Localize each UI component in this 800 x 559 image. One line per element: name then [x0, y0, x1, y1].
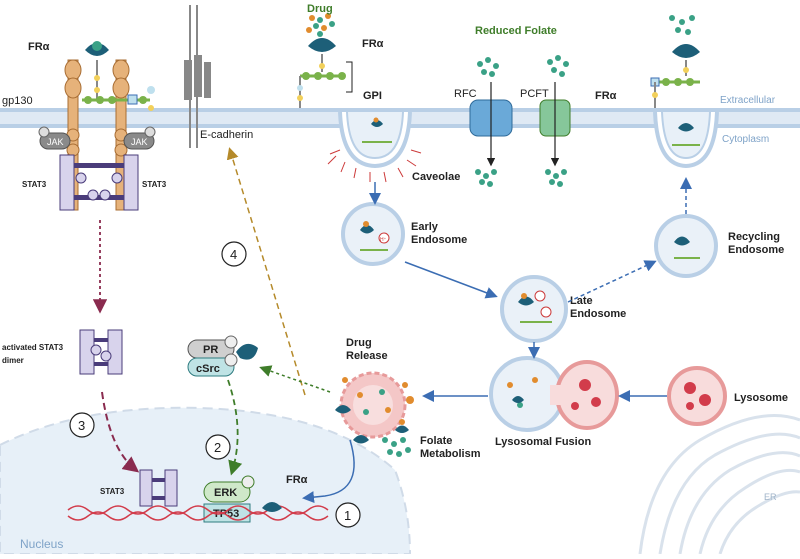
recycling-pit [653, 111, 719, 169]
reduced-folate-label: Reduced Folate [475, 25, 557, 37]
nuclear-stat3 [139, 469, 178, 507]
step-1: 1 [335, 502, 361, 528]
dna-helix [67, 505, 329, 521]
fra-gpi-with-drug [297, 13, 353, 108]
rfc-label: RFC [454, 88, 477, 100]
lysosome-label: Lysosome [734, 392, 788, 404]
fra-gpi-label: FRα [362, 38, 384, 50]
tp53-protein [203, 503, 251, 523]
step-4: 4 [221, 241, 247, 267]
pcft-transporter [539, 82, 571, 167]
erk-protein [203, 475, 255, 503]
endoplasmic-reticulum [638, 414, 800, 555]
lysosomal-fusion-body [489, 356, 619, 432]
early-endosome: H⁺ [341, 202, 405, 266]
arrow-release-to-pr-csrc [259, 365, 331, 393]
step-2: 2 [205, 434, 231, 460]
nucleus-envelope [0, 406, 412, 555]
arrow-early-to-late [404, 261, 498, 299]
stat3-left-label: STAT3 [22, 180, 47, 189]
stat3-membrane-pair [59, 154, 139, 211]
pcft-label: PCFT [520, 88, 549, 100]
jak-right-label: JAK [131, 137, 148, 147]
drug-label: Drug [307, 3, 333, 15]
early-h-label: H⁺ [380, 237, 387, 243]
gp130-label: gp130 [2, 95, 33, 107]
csrc-label: cSrc [196, 363, 220, 375]
step-4-label: 4 [230, 247, 237, 262]
step-3-label: 3 [78, 418, 85, 433]
drug-release-burst [335, 371, 414, 444]
extracellular-label: Extracellular [720, 95, 776, 106]
fra-left-label: FRα [28, 41, 50, 53]
arrow-to-ecadherin [226, 147, 306, 396]
jak-left-label: JAK [47, 137, 64, 147]
stat3-right-label: STAT3 [142, 180, 167, 189]
activated-stat3-dimer [79, 329, 123, 375]
step-3: 3 [69, 412, 95, 438]
reduced-folate-dots [475, 55, 569, 187]
jak-left: JAK [38, 126, 71, 150]
pr-csrc-complex [187, 335, 258, 377]
nucleus-label: Nucleus [20, 537, 63, 551]
fra-nucleus-label: FRα [286, 474, 308, 486]
late-endosome [500, 275, 568, 343]
lysosomal-fusion-label: Lysosomal Fusion [495, 436, 591, 448]
caveolae-label: Caveolae [412, 171, 460, 183]
jak-right: JAK [123, 126, 156, 150]
fra-nucleus-receptor [262, 502, 282, 512]
gp130-receptor-complex [64, 41, 155, 211]
arrow-dimer-to-nucleus [101, 391, 140, 473]
step-2-label: 2 [214, 440, 221, 455]
arrow-csrc-to-erk [227, 379, 243, 476]
er-label: ER [764, 492, 777, 502]
pr-label: PR [203, 344, 218, 356]
folate-metabolism-dots [382, 437, 411, 457]
recycling-endosome [654, 214, 718, 278]
arrow-release-to-nucleus [302, 439, 355, 504]
ecadherin-label: E-cadherin [200, 129, 253, 141]
erk-label: ERK [214, 487, 237, 499]
ecadherin-protein [184, 5, 211, 148]
lysosome [667, 366, 727, 426]
arrow-late-to-recycling [567, 260, 657, 303]
fra-right-label: FRα [595, 90, 617, 102]
rfc-transporter [469, 82, 513, 167]
step-1-label: 1 [344, 508, 351, 523]
cytoplasm-label: Cytoplasm [722, 134, 769, 145]
gpi-label: GPI [363, 90, 382, 102]
fra-recycled-receptor [650, 15, 700, 108]
caveolae-pit [327, 111, 422, 183]
stat3-nucleus-label: STAT3 [100, 487, 125, 496]
